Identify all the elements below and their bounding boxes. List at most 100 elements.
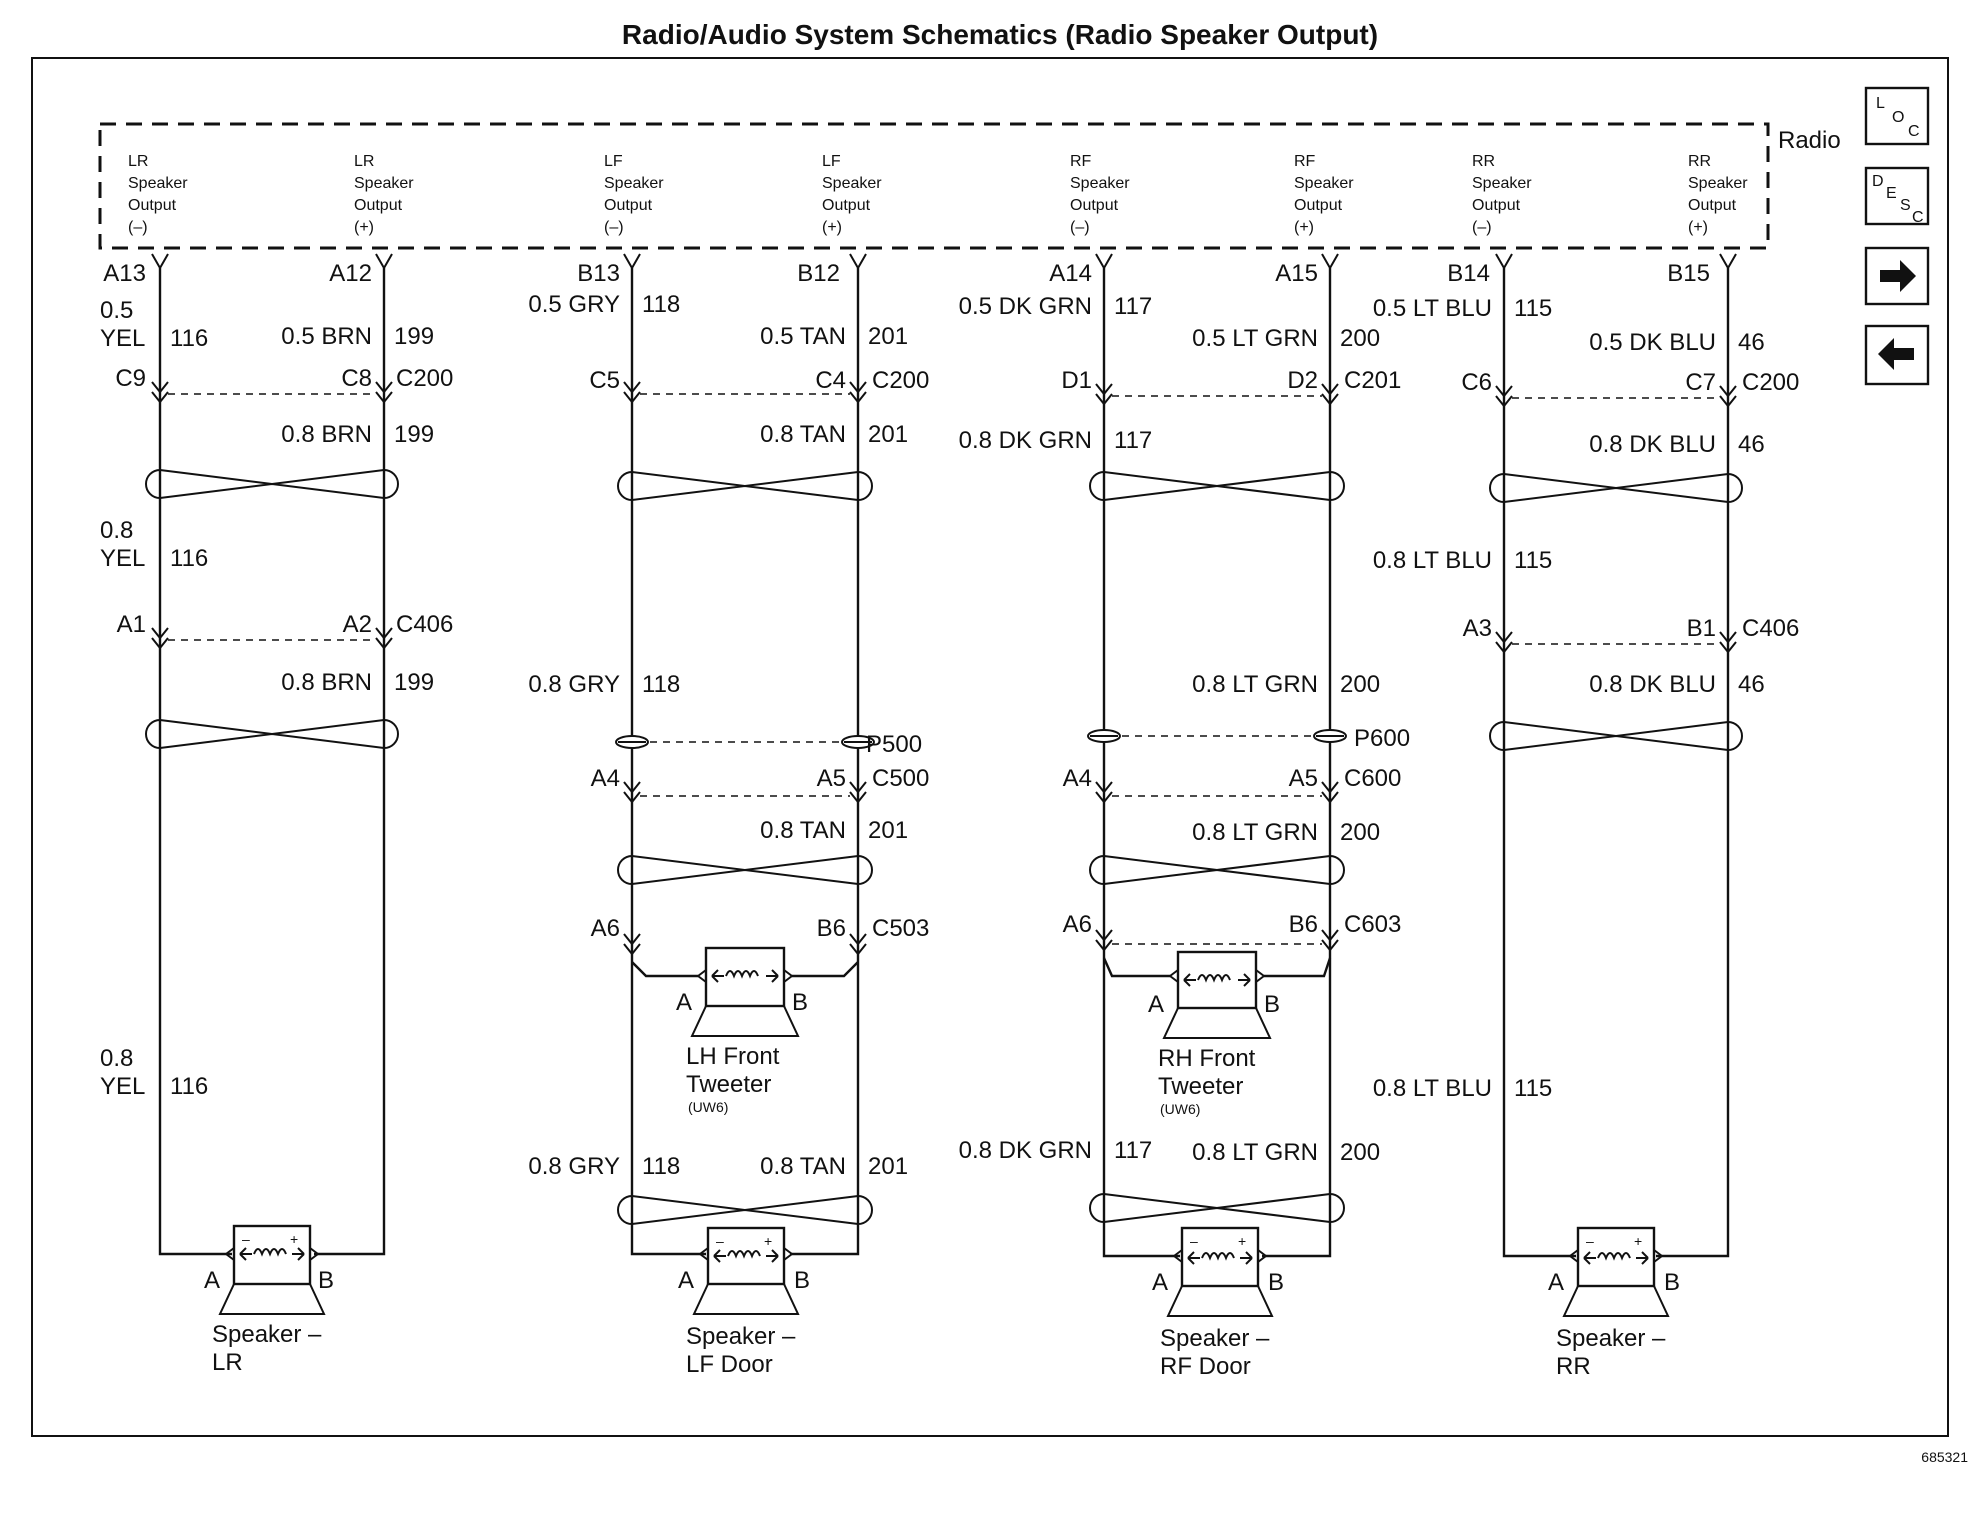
- svg-text:C603: C603: [1344, 911, 1401, 938]
- radio-pin-forks: [151, 253, 1737, 271]
- svg-text:+: +: [764, 1233, 772, 1249]
- pin-a15: A15: [1275, 260, 1318, 287]
- svg-text:LR: LR: [128, 153, 148, 170]
- svg-text:0.8 GRY: 0.8 GRY: [528, 1153, 620, 1180]
- svg-text:A: A: [1152, 1269, 1168, 1296]
- svg-text:Speaker –: Speaker –: [1556, 1325, 1666, 1352]
- arrow-left-icon: [1878, 338, 1914, 370]
- next-page-button[interactable]: [1864, 246, 1930, 306]
- svg-text:0.8 LT BLU: 0.8 LT BLU: [1373, 547, 1492, 574]
- coil-icon: [727, 1250, 761, 1259]
- svg-text:Speaker –: Speaker –: [212, 1321, 322, 1348]
- svg-text:D1: D1: [1061, 367, 1092, 394]
- svg-text:(+): (+): [1688, 219, 1708, 236]
- pin-b14: B14: [1447, 260, 1490, 287]
- svg-text:0.8: 0.8: [100, 517, 133, 544]
- svg-text:A: A: [1148, 991, 1164, 1018]
- svg-text:0.8 DK GRN: 0.8 DK GRN: [959, 1137, 1092, 1164]
- desc-button[interactable]: D E S C: [1864, 166, 1930, 226]
- svg-text:A4: A4: [1063, 765, 1092, 792]
- coil-icon: [1597, 1252, 1631, 1261]
- twisted-pair-lr-2: [145, 718, 399, 750]
- wire-labels-rr: 0.5 LT BLU 115 0.5 DK BLU 46 0.8 DK BLU …: [1373, 295, 1765, 1102]
- svg-text:E: E: [1886, 185, 1897, 202]
- svg-text:B: B: [1264, 991, 1280, 1018]
- wire-lf-pos-201: [790, 268, 860, 1256]
- svg-text:P600: P600: [1354, 725, 1410, 752]
- svg-text:C406: C406: [396, 611, 453, 638]
- pin-b12: B12: [797, 260, 840, 287]
- svg-text:118: 118: [642, 671, 680, 698]
- svg-text:201: 201: [868, 323, 908, 350]
- svg-text:117: 117: [1114, 1137, 1152, 1164]
- svg-text:0.5 DK BLU: 0.5 DK BLU: [1589, 329, 1716, 356]
- svg-text:0.8 GRY: 0.8 GRY: [528, 671, 620, 698]
- svg-text:201: 201: [868, 817, 908, 844]
- svg-text:Speaker: Speaker: [604, 175, 664, 192]
- connector-c200-lf: C5 C4 C200: [589, 367, 929, 404]
- svg-text:Output: Output: [1294, 197, 1343, 214]
- svg-text:–: –: [242, 1231, 250, 1247]
- pin-a13: A13: [103, 260, 146, 287]
- svg-text:C503: C503: [872, 915, 929, 942]
- pin-b13: B13: [577, 260, 620, 287]
- svg-text:S: S: [1900, 197, 1911, 214]
- svg-text:YEL: YEL: [100, 325, 145, 352]
- svg-text:B: B: [792, 989, 808, 1016]
- svg-text:0.5: 0.5: [100, 297, 133, 324]
- svg-text:A: A: [678, 1267, 694, 1294]
- svg-text:+: +: [1238, 1233, 1246, 1249]
- svg-text:0.8 TAN: 0.8 TAN: [760, 817, 846, 844]
- speaker-cone-icon: [218, 1283, 326, 1315]
- coil-icon: [725, 970, 759, 979]
- wire-lf-neg-118: [630, 268, 706, 1256]
- twisted-pair-symbols: [145, 468, 1743, 1226]
- svg-text:199: 199: [394, 421, 434, 448]
- svg-text:Tweeter: Tweeter: [1158, 1073, 1243, 1100]
- svg-text:116: 116: [170, 325, 208, 352]
- svg-text:117: 117: [1114, 293, 1152, 320]
- radio-output-rf-neg: RF Speaker Output (–): [1070, 153, 1130, 236]
- arrow-right-icon: [1880, 260, 1916, 292]
- svg-text:0.5 BRN: 0.5 BRN: [281, 323, 372, 350]
- figure-number: 685321: [1921, 1449, 1968, 1465]
- svg-text:A6: A6: [591, 915, 620, 942]
- svg-text:201: 201: [868, 1153, 908, 1180]
- svg-text:200: 200: [1340, 819, 1380, 846]
- svg-text:C200: C200: [872, 367, 929, 394]
- svg-text:199: 199: [394, 669, 434, 696]
- svg-text:YEL: YEL: [100, 1073, 145, 1100]
- svg-text:0.8 BRN: 0.8 BRN: [281, 669, 372, 696]
- svg-text:0.8 LT BLU: 0.8 LT BLU: [1373, 1075, 1492, 1102]
- radio-output-lf-pos: LF Speaker Output (+): [822, 153, 882, 236]
- svg-text:A4: A4: [591, 765, 620, 792]
- wire-rr-pos-46: [1656, 268, 1730, 1258]
- svg-text:B: B: [1268, 1269, 1284, 1296]
- svg-text:C6: C6: [1461, 369, 1492, 396]
- twisted-pair-lr-1: [145, 468, 399, 500]
- svg-text:LF: LF: [604, 153, 623, 170]
- svg-text:B6: B6: [1289, 911, 1318, 938]
- svg-text:C201: C201: [1344, 367, 1401, 394]
- svg-text:D: D: [1872, 173, 1884, 190]
- svg-text:P500: P500: [866, 731, 922, 758]
- svg-text:RH Front: RH Front: [1158, 1045, 1256, 1072]
- wire-rf-pos-200: [1262, 268, 1332, 1258]
- svg-text:B: B: [1664, 1269, 1680, 1296]
- svg-text:201: 201: [868, 421, 908, 448]
- svg-text:A5: A5: [817, 765, 846, 792]
- loc-button[interactable]: L O C: [1864, 86, 1930, 146]
- previous-page-button[interactable]: [1864, 324, 1930, 386]
- twisted-pair-rr-2: [1489, 720, 1743, 752]
- svg-text:B6: B6: [817, 915, 846, 942]
- svg-text:117: 117: [1114, 427, 1152, 454]
- svg-text:116: 116: [170, 545, 208, 572]
- svg-text:200: 200: [1340, 325, 1380, 352]
- svg-text:O: O: [1892, 109, 1904, 126]
- page-border: [31, 57, 1949, 1437]
- radio-output-rr-neg: RR Speaker Output (–): [1472, 153, 1532, 236]
- twisted-pair-rf-1: [1089, 470, 1345, 502]
- svg-text:115: 115: [1514, 1075, 1552, 1102]
- pin-b15: B15: [1667, 260, 1710, 287]
- svg-text:Output: Output: [1472, 197, 1521, 214]
